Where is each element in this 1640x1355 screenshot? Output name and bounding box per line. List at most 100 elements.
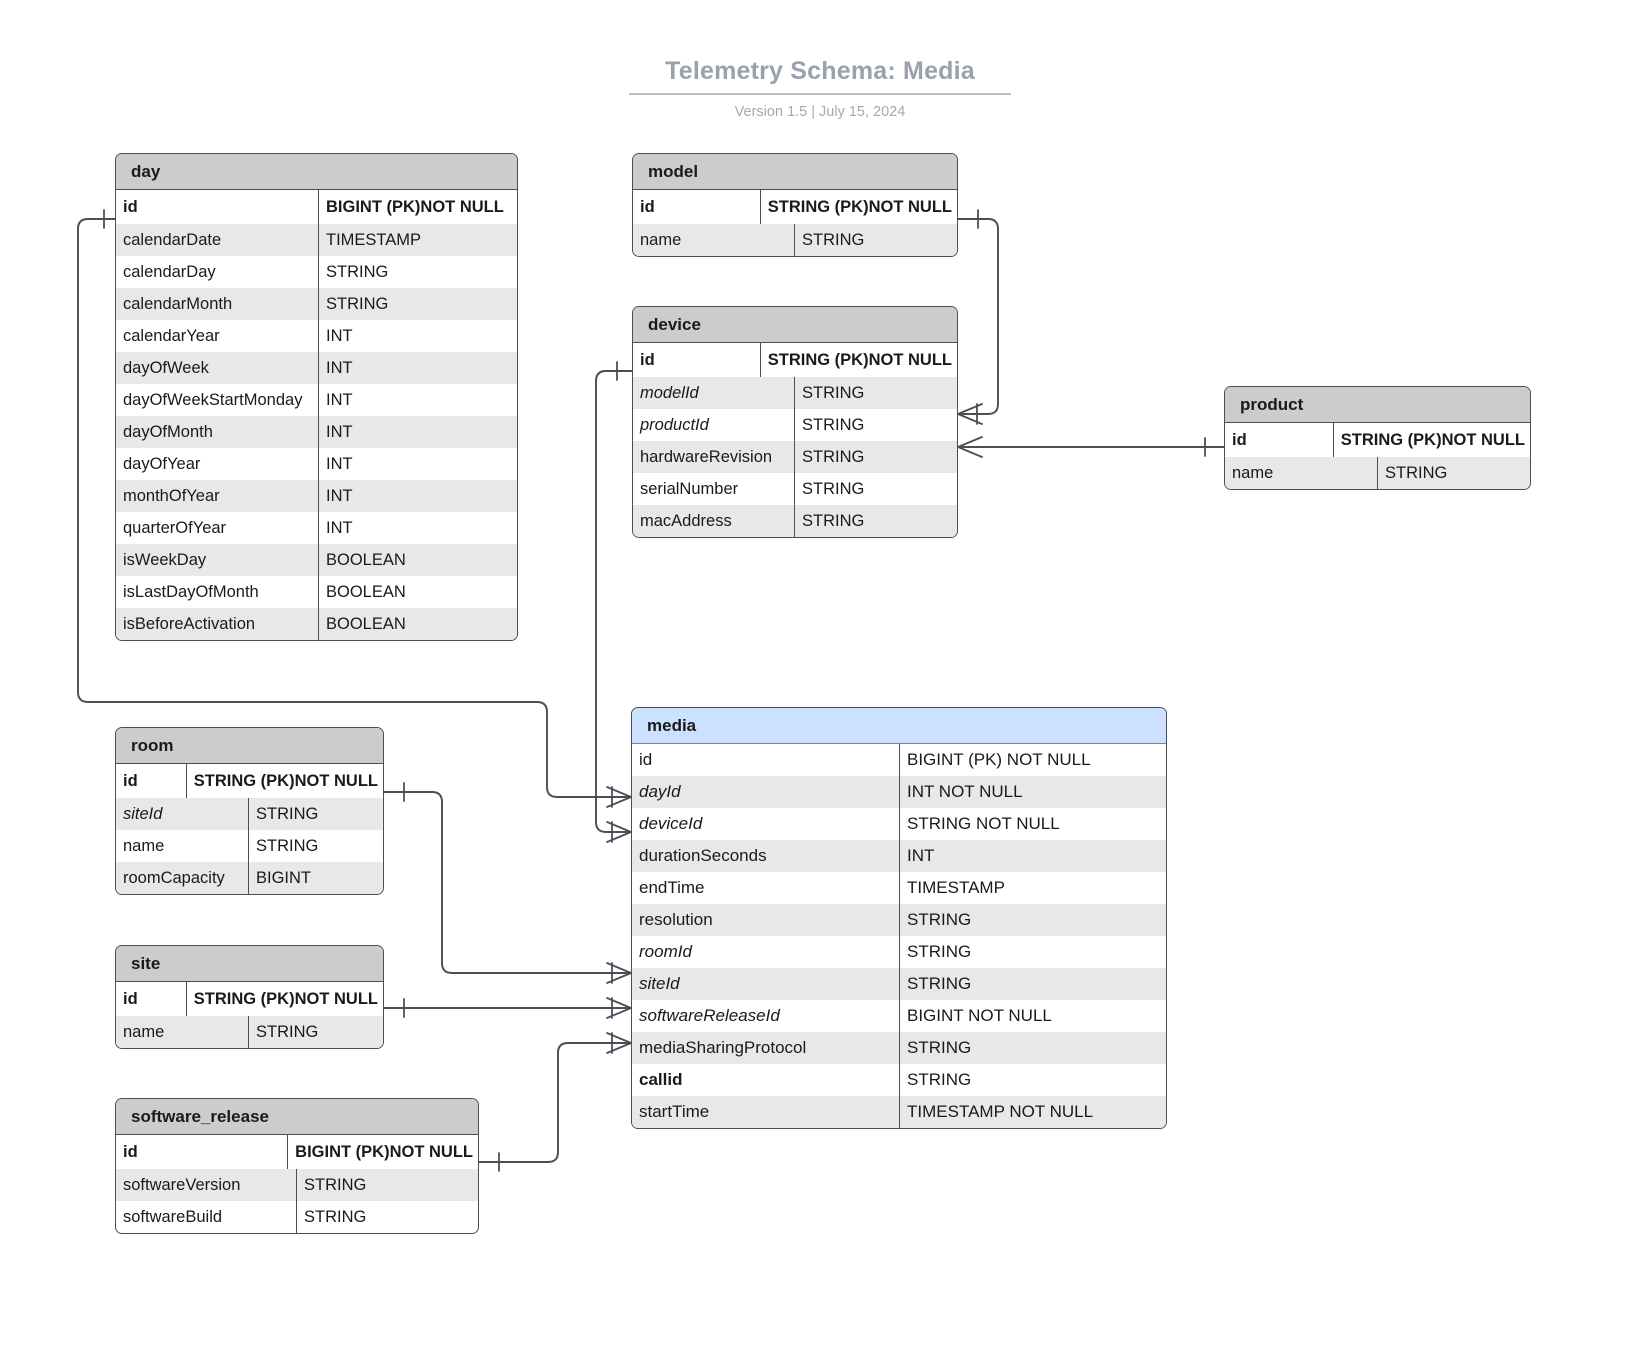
field-name: id xyxy=(633,343,761,377)
field-name: id xyxy=(116,982,187,1016)
field-type: TIMESTAMP xyxy=(907,878,1005,897)
relationship-release-media xyxy=(478,1032,632,1172)
field-name: id xyxy=(116,1135,289,1169)
entity-title-room: room xyxy=(116,728,383,764)
field-type: BOOLEAN xyxy=(326,551,406,569)
field-name: roomCapacity xyxy=(116,862,249,894)
entity-title-model: model xyxy=(633,154,957,190)
field-name: softwareReleaseId xyxy=(632,1000,900,1032)
field-type: STRING xyxy=(802,512,865,530)
relationship-device-media xyxy=(595,361,633,843)
field-name: isWeekDay xyxy=(116,544,319,576)
relationship-room-media xyxy=(383,782,632,984)
field-name: softwareBuild xyxy=(116,1201,297,1233)
field-name: macAddress xyxy=(633,505,795,537)
field-type: STRING xyxy=(802,416,865,434)
field-type: STRING xyxy=(907,942,972,961)
field-row: isLastDayOfMonth BOOLEAN xyxy=(116,576,517,608)
field-name: calendarDate xyxy=(116,224,319,256)
field-name: dayId xyxy=(632,776,900,808)
field-row: calendarYear INT xyxy=(116,320,517,352)
field-row: endTime TIMESTAMP xyxy=(632,872,1166,904)
field-name: durationSeconds xyxy=(632,840,900,872)
field-name: roomId xyxy=(632,936,900,968)
field-type: BIGINT (PK)NOT NULL xyxy=(295,1143,473,1161)
field-type: INT xyxy=(326,327,353,345)
field-name: isLastDayOfMonth xyxy=(116,576,319,608)
field-row: name STRING xyxy=(1225,457,1530,489)
field-type: STRING xyxy=(1385,464,1448,482)
field-type: INT xyxy=(326,455,353,473)
relationship-model-device xyxy=(957,209,999,425)
field-name: calendarYear xyxy=(116,320,319,352)
field-type: INT xyxy=(326,391,353,409)
field-name: endTime xyxy=(632,872,900,904)
field-name: quarterOfYear xyxy=(116,512,319,544)
field-type: STRING NOT NULL xyxy=(907,814,1060,833)
field-type: STRING xyxy=(304,1208,367,1226)
field-name: id xyxy=(116,764,187,798)
field-type: TIMESTAMP NOT NULL xyxy=(907,1102,1094,1121)
field-type: STRING (PK)NOT NULL xyxy=(193,772,378,790)
field-type: BIGINT (PK)NOT NULL xyxy=(326,198,504,216)
field-type: INT xyxy=(326,359,353,377)
entity-title-product: product xyxy=(1225,387,1530,423)
field-type: INT xyxy=(326,423,353,441)
field-type: STRING xyxy=(802,231,865,249)
field-type: STRING xyxy=(256,1023,319,1041)
field-type: STRING xyxy=(802,384,865,402)
field-name: softwareVersion xyxy=(116,1169,297,1201)
field-name: dayOfMonth xyxy=(116,416,319,448)
field-name: name xyxy=(1225,457,1378,489)
field-type: STRING xyxy=(907,1038,972,1057)
field-row: dayOfWeekStartMonday INT xyxy=(116,384,517,416)
field-name: id xyxy=(632,744,900,776)
field-name: calendarDay xyxy=(116,256,319,288)
field-name: name xyxy=(633,224,795,256)
field-name: id xyxy=(116,190,319,224)
field-name: calendarMonth xyxy=(116,288,319,320)
field-type: STRING xyxy=(907,910,972,929)
field-row: dayOfMonth INT xyxy=(116,416,517,448)
field-type: STRING xyxy=(907,974,972,993)
entity-table-software-release[interactable]: software_release id BIGINT (PK)NOT NULL so… xyxy=(115,1098,479,1234)
field-type: BOOLEAN xyxy=(326,615,406,633)
field-type: INT xyxy=(326,487,353,505)
entity-title-software-release: software_release xyxy=(116,1099,478,1135)
relationship-product-device xyxy=(957,436,1225,458)
field-type: BOOLEAN xyxy=(326,583,406,601)
field-type: INT xyxy=(326,519,353,537)
field-name: dayOfWeekStartMonday xyxy=(116,384,319,416)
field-name: siteId xyxy=(116,798,249,830)
field-row: quarterOfYear INT xyxy=(116,512,517,544)
